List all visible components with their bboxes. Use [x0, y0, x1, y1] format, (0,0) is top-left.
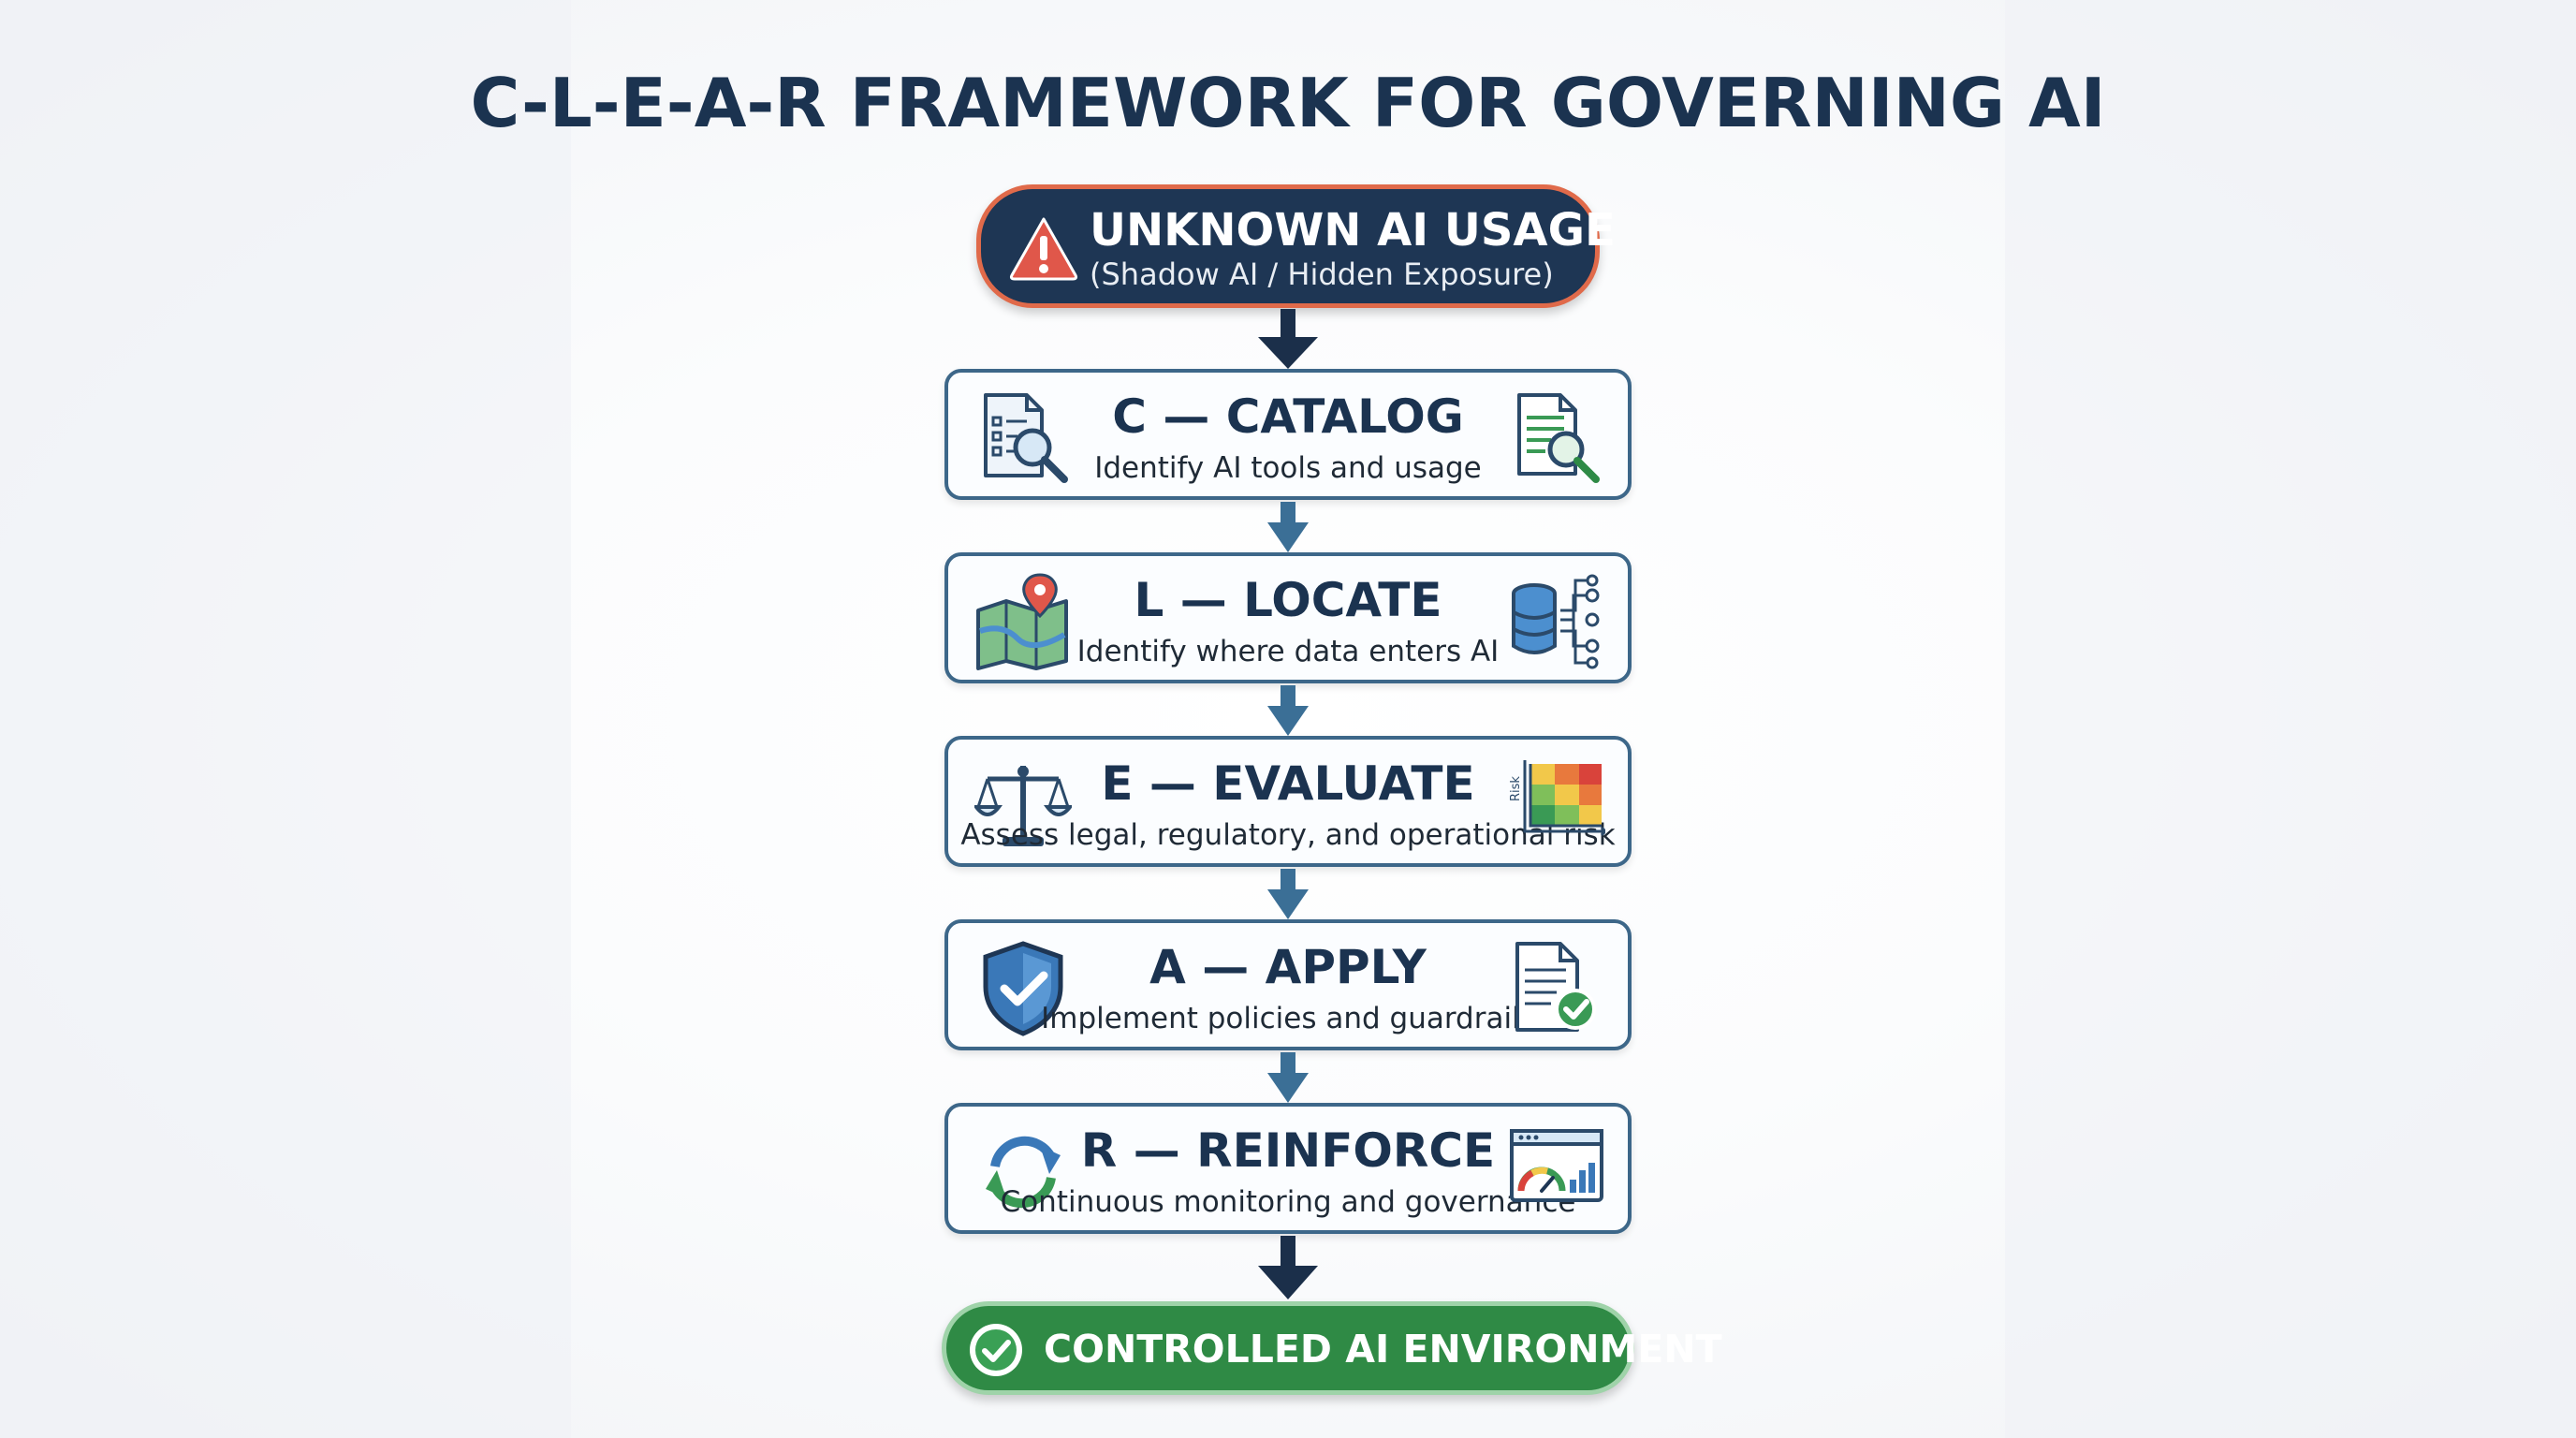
step-title: R — REINFORCE	[1080, 1123, 1496, 1178]
start-subtitle: (Shadow AI / Hidden Exposure)	[1090, 257, 1554, 292]
shield-check-icon	[983, 941, 1063, 1036]
step-description: Identify AI tools and usage	[1094, 451, 1482, 485]
refresh-cycle-icon	[986, 1136, 1061, 1209]
step-evaluate: E — EVALUATE Assess legal, regulatory, a…	[944, 736, 1632, 867]
end-title: CONTROLLED AI ENVIRONMENT	[1044, 1327, 1722, 1372]
background-right-panel	[2005, 0, 2576, 1438]
step-description: Identify where data enters AI	[1076, 635, 1500, 668]
end-node: CONTROLLED AI ENVIRONMENT	[942, 1301, 1722, 1395]
flow-arrow	[1267, 502, 1309, 552]
check-circle-icon	[970, 1324, 1022, 1376]
flow-arrow	[1267, 1052, 1309, 1103]
database-network-icon	[1512, 574, 1600, 669]
warning-icon	[1009, 217, 1078, 281]
step-locate: L — LOCATE Identify where data enters AI	[944, 552, 1632, 683]
step-description: Assess legal, regulatory, and operationa…	[960, 818, 1616, 852]
scales-icon	[974, 766, 1072, 846]
step-apply: A — APPLY Implement policies and guardra…	[944, 919, 1632, 1050]
step-reinforce: R — REINFORCE Continuous monitoring and …	[944, 1103, 1632, 1234]
start-node: UNKNOWN AI USAGE (Shadow AI / Hidden Exp…	[976, 184, 1616, 308]
document-search-icon	[1517, 393, 1600, 483]
step-description: Implement policies and guardrails	[1041, 1002, 1535, 1035]
policy-document-check-icon	[1515, 942, 1596, 1032]
risk-axis-label: Risk	[1509, 776, 1523, 801]
dashboard-gauge-icon	[1510, 1129, 1603, 1202]
flow-arrow	[1267, 685, 1309, 736]
step-catalog: C — CATALOG Identify AI tools and usage	[944, 369, 1632, 500]
start-title: UNKNOWN AI USAGE	[1090, 204, 1616, 257]
checklist-search-icon	[984, 393, 1068, 483]
flow-arrow	[1258, 1236, 1318, 1299]
flow-arrow	[1258, 309, 1318, 369]
step-description: Continuous monitoring and governance	[1000, 1185, 1576, 1219]
map-pin-icon	[976, 573, 1068, 670]
flow-arrow	[1267, 869, 1309, 919]
step-title: L — LOCATE	[1134, 573, 1442, 627]
step-title: E — EVALUATE	[1101, 756, 1475, 811]
diagram-title: C-L-E-A-R FRAMEWORK FOR GOVERNING AI	[470, 64, 2106, 142]
risk-heatmap-icon: Risk	[1509, 760, 1605, 837]
step-title: C — CATALOG	[1112, 389, 1464, 444]
background-left-panel	[0, 0, 571, 1438]
step-title: A — APPLY	[1149, 940, 1427, 994]
